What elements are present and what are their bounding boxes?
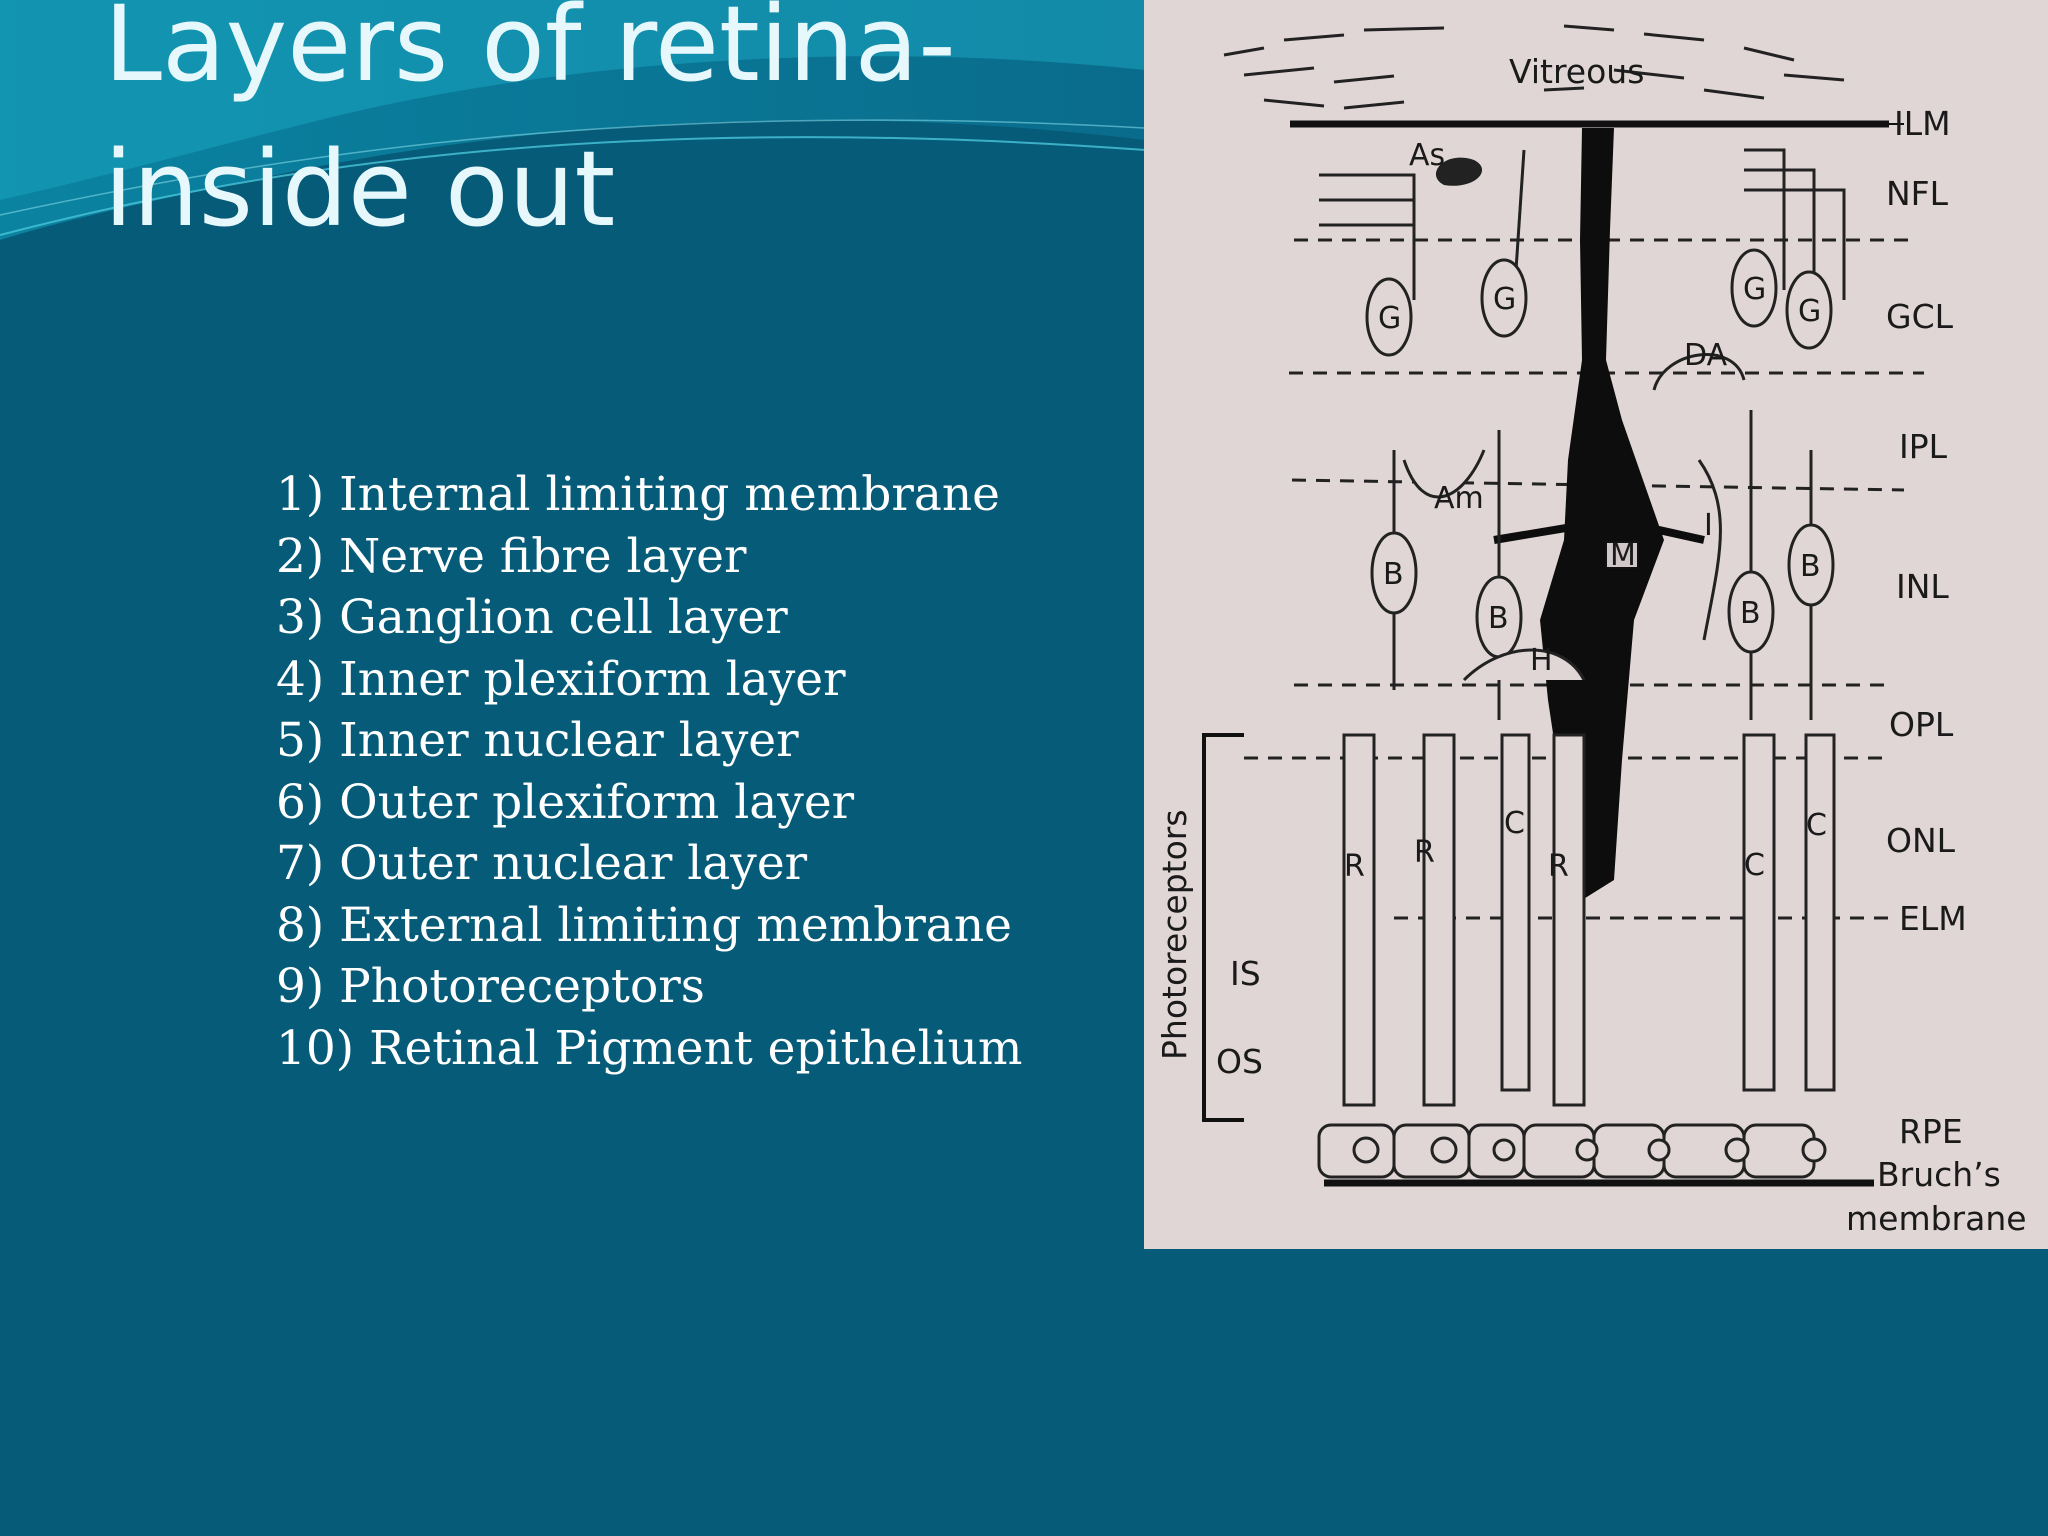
layer-list: 1) Internal limiting membrane 2) Nerve f… (276, 464, 1023, 1079)
rpe-cells (1317, 1123, 1827, 1179)
layer-label-onl: ONL (1886, 821, 1956, 860)
layer-label-opl: OPL (1889, 705, 1954, 744)
layer-list-item: 1) Internal limiting membrane (276, 467, 1000, 522)
cell-label-r: R (1344, 849, 1365, 884)
cell-label-b: B (1383, 557, 1404, 592)
horizontal-cell (1462, 648, 1586, 682)
cell-label-g: G (1743, 272, 1766, 307)
cell-label-b: B (1740, 596, 1761, 631)
background-waves (0, 0, 1145, 240)
bruchs-label-line-1: Bruch’s (1877, 1155, 2001, 1194)
layer-list-item: 2) Nerve fibre layer (276, 528, 747, 584)
retina-diagram: Vitreous (1144, 0, 2048, 1249)
cell-label-as: As (1409, 138, 1445, 173)
cell-label-h: H (1530, 643, 1553, 678)
layer-list-item: 9) Photoreceptors (276, 959, 705, 1014)
layer-label-gcl: GCL (1886, 297, 1954, 336)
layer-list-item: 8) External limiting membrane (276, 897, 1012, 953)
layer-label-nfl: NFL (1886, 174, 1949, 213)
layer-list-item: 10) Retinal Pigment epithelium (276, 1020, 1023, 1076)
rpe-label: RPE (1899, 1112, 1963, 1151)
cell-label-i: I (1704, 508, 1713, 543)
bruchs-label-line-2: membrane (1846, 1199, 2027, 1238)
slide-title: Layers of retina- inside out (104, 0, 1144, 262)
layer-label-inl: INL (1896, 567, 1949, 606)
layer-list-item: 7) Outer nuclear layer (276, 836, 808, 891)
cell-label-am: Am (1434, 481, 1484, 516)
is-label: IS (1230, 954, 1261, 993)
cell-label-b: B (1800, 549, 1821, 584)
layer-list-item: 4) Inner plexiform layer (276, 651, 846, 707)
vitreous-label: Vitreous (1509, 52, 1644, 91)
photoreceptors-bracket (1202, 733, 1244, 1122)
layer-list-item: 5) Inner nuclear layer (276, 713, 799, 768)
photoreceptor-cells (1342, 733, 1836, 1107)
cell-label-da: DA (1684, 338, 1728, 373)
ganglion-cells (1365, 248, 1833, 357)
layer-list-item: 6) Outer plexiform layer (276, 774, 855, 830)
layer-label-elm: ELM (1899, 899, 1967, 938)
bipolar-cells (1370, 523, 1835, 659)
cell-label-c: C (1504, 806, 1525, 841)
cell-label-r: R (1548, 849, 1569, 884)
astrocyte (1435, 157, 1483, 186)
amacrine-cell (1402, 449, 1486, 499)
slide-title-line-1: Layers of retina- (104, 0, 956, 105)
nerve-fibres (1319, 148, 1846, 301)
interplexiform-cell (1697, 459, 1722, 641)
slide-title-line-2: inside out (104, 128, 616, 250)
cell-label-g: G (1378, 301, 1401, 336)
photoreceptors-label: Photoreceptors (1155, 809, 1194, 1060)
layer-label-ilm: ILM (1894, 104, 1951, 143)
cell-label-b: B (1488, 601, 1509, 636)
retina-diagram-svg: Vitreous (1155, 24, 2027, 1238)
os-label: OS (1216, 1042, 1263, 1081)
cell-label-g: G (1493, 282, 1516, 317)
layer-list-item: 3) Ganglion cell layer (276, 590, 788, 645)
muller-cell-shape (1540, 128, 1664, 905)
cell-label-r: R (1414, 835, 1435, 870)
cell-label-c: C (1744, 848, 1765, 883)
vitreous-strokes (1223, 24, 1845, 110)
cell-label-g: G (1798, 294, 1821, 329)
layer-label-ipl: IPL (1899, 427, 1948, 466)
cell-label-m: M (1610, 538, 1636, 573)
cell-label-c: C (1806, 808, 1827, 843)
